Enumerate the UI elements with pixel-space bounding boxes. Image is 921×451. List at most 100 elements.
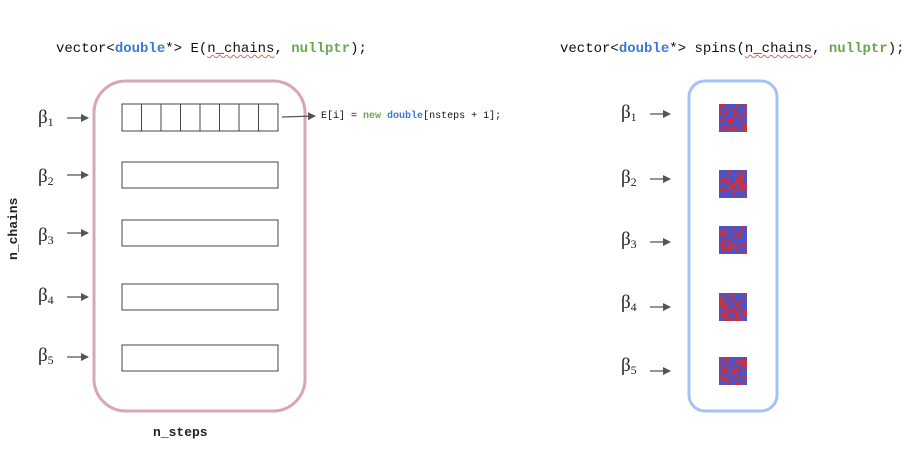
spin-site bbox=[744, 312, 747, 316]
spin-site bbox=[719, 298, 722, 302]
spin-site bbox=[724, 112, 728, 116]
spin-site bbox=[738, 359, 742, 363]
spin-site bbox=[741, 172, 745, 176]
beta-label-right-3: β3 bbox=[621, 229, 637, 251]
spin-lattice-2 bbox=[719, 170, 747, 198]
spin-site bbox=[721, 301, 725, 305]
spin-site bbox=[727, 376, 731, 380]
spin-site bbox=[727, 118, 731, 121]
beta-label-left-3: β3 bbox=[38, 225, 54, 247]
spin-site bbox=[744, 186, 747, 190]
spin-lattice-5 bbox=[719, 357, 747, 385]
spin-site bbox=[727, 242, 731, 246]
spin-site bbox=[738, 184, 742, 187]
left-declaration: vector<double*> E(n_chains, nullptr); bbox=[56, 41, 367, 57]
spin-site bbox=[719, 373, 722, 377]
spin-site bbox=[733, 315, 736, 319]
decl-ptr: *> E( bbox=[165, 41, 208, 57]
spin-site bbox=[741, 126, 745, 130]
beta-symbol: β bbox=[38, 166, 48, 187]
spin-site bbox=[733, 192, 736, 196]
decl-type: double bbox=[114, 41, 166, 57]
spin-site bbox=[721, 231, 725, 235]
spin-site bbox=[741, 368, 745, 371]
spin-site bbox=[724, 231, 728, 235]
alloc-arrow bbox=[281, 112, 316, 121]
beta-index: 2 bbox=[47, 174, 54, 188]
spin-site bbox=[738, 307, 742, 310]
spin-site bbox=[724, 309, 728, 313]
spin-site bbox=[724, 109, 728, 113]
spin-site bbox=[724, 315, 728, 319]
spin-site bbox=[741, 251, 745, 254]
spin-site bbox=[735, 309, 739, 313]
spin-site bbox=[724, 126, 728, 130]
spin-site bbox=[733, 365, 736, 369]
spin-site bbox=[727, 365, 731, 369]
spin-site bbox=[733, 226, 736, 229]
spin-site bbox=[741, 178, 745, 182]
spin-site bbox=[719, 357, 722, 360]
spin-site bbox=[735, 186, 739, 190]
spin-site bbox=[733, 112, 736, 116]
spin-site bbox=[733, 245, 736, 249]
spin-site bbox=[724, 248, 728, 252]
spin-site bbox=[721, 368, 725, 371]
spin-site bbox=[730, 307, 733, 310]
spin-site bbox=[735, 318, 739, 321]
spin-site bbox=[719, 362, 722, 366]
spin-site bbox=[730, 371, 733, 374]
spin-site bbox=[727, 178, 731, 182]
alloc-statement: E[i] = new double[nsteps + 1]; bbox=[321, 111, 501, 122]
spin-site bbox=[724, 318, 728, 321]
spin-site bbox=[744, 293, 747, 296]
spin-site bbox=[730, 120, 733, 124]
spin-site bbox=[735, 301, 739, 305]
spin-site bbox=[738, 175, 742, 179]
decl-type: double bbox=[618, 41, 670, 57]
spin-site bbox=[724, 189, 728, 193]
spin-site bbox=[727, 186, 731, 190]
beta-symbol: β bbox=[621, 102, 631, 123]
spin-site bbox=[724, 359, 728, 363]
spin-site bbox=[735, 304, 739, 307]
spin-site bbox=[721, 298, 725, 302]
spin-site bbox=[719, 242, 722, 246]
spin-lattice-1 bbox=[719, 104, 747, 132]
spin-site bbox=[727, 382, 731, 385]
alloc-type: double bbox=[387, 111, 424, 122]
spin-site bbox=[738, 178, 742, 182]
spin-site bbox=[721, 371, 725, 374]
decl-null: nullptr bbox=[291, 41, 351, 57]
energy-array-5 bbox=[121, 344, 279, 372]
spin-site bbox=[738, 362, 742, 366]
spin-site bbox=[741, 376, 745, 380]
spin-site bbox=[741, 226, 745, 229]
spins-container bbox=[687, 79, 779, 413]
spin-site bbox=[721, 245, 725, 249]
spin-site bbox=[724, 181, 728, 184]
spin-site bbox=[744, 376, 747, 380]
spin-site bbox=[721, 104, 725, 107]
spin-site bbox=[741, 359, 745, 363]
spin-site bbox=[733, 368, 736, 371]
decl-end: ); bbox=[350, 41, 367, 57]
spin-site bbox=[741, 109, 745, 113]
spin-site bbox=[744, 359, 747, 363]
spin-site bbox=[727, 318, 731, 321]
spin-site bbox=[730, 318, 733, 321]
spin-site bbox=[727, 245, 731, 249]
beta-symbol: β bbox=[38, 285, 48, 306]
spin-site bbox=[727, 371, 731, 374]
spin-site bbox=[730, 118, 733, 121]
spin-site bbox=[719, 109, 722, 113]
spin-site bbox=[735, 178, 739, 182]
spin-site bbox=[744, 242, 747, 246]
spin-site bbox=[744, 309, 747, 313]
spin-site bbox=[733, 115, 736, 118]
beta-symbol: β bbox=[621, 229, 631, 250]
spin-site bbox=[730, 295, 733, 299]
spin-site bbox=[727, 120, 731, 124]
beta-symbol: β bbox=[38, 107, 48, 128]
spin-site bbox=[738, 234, 742, 238]
